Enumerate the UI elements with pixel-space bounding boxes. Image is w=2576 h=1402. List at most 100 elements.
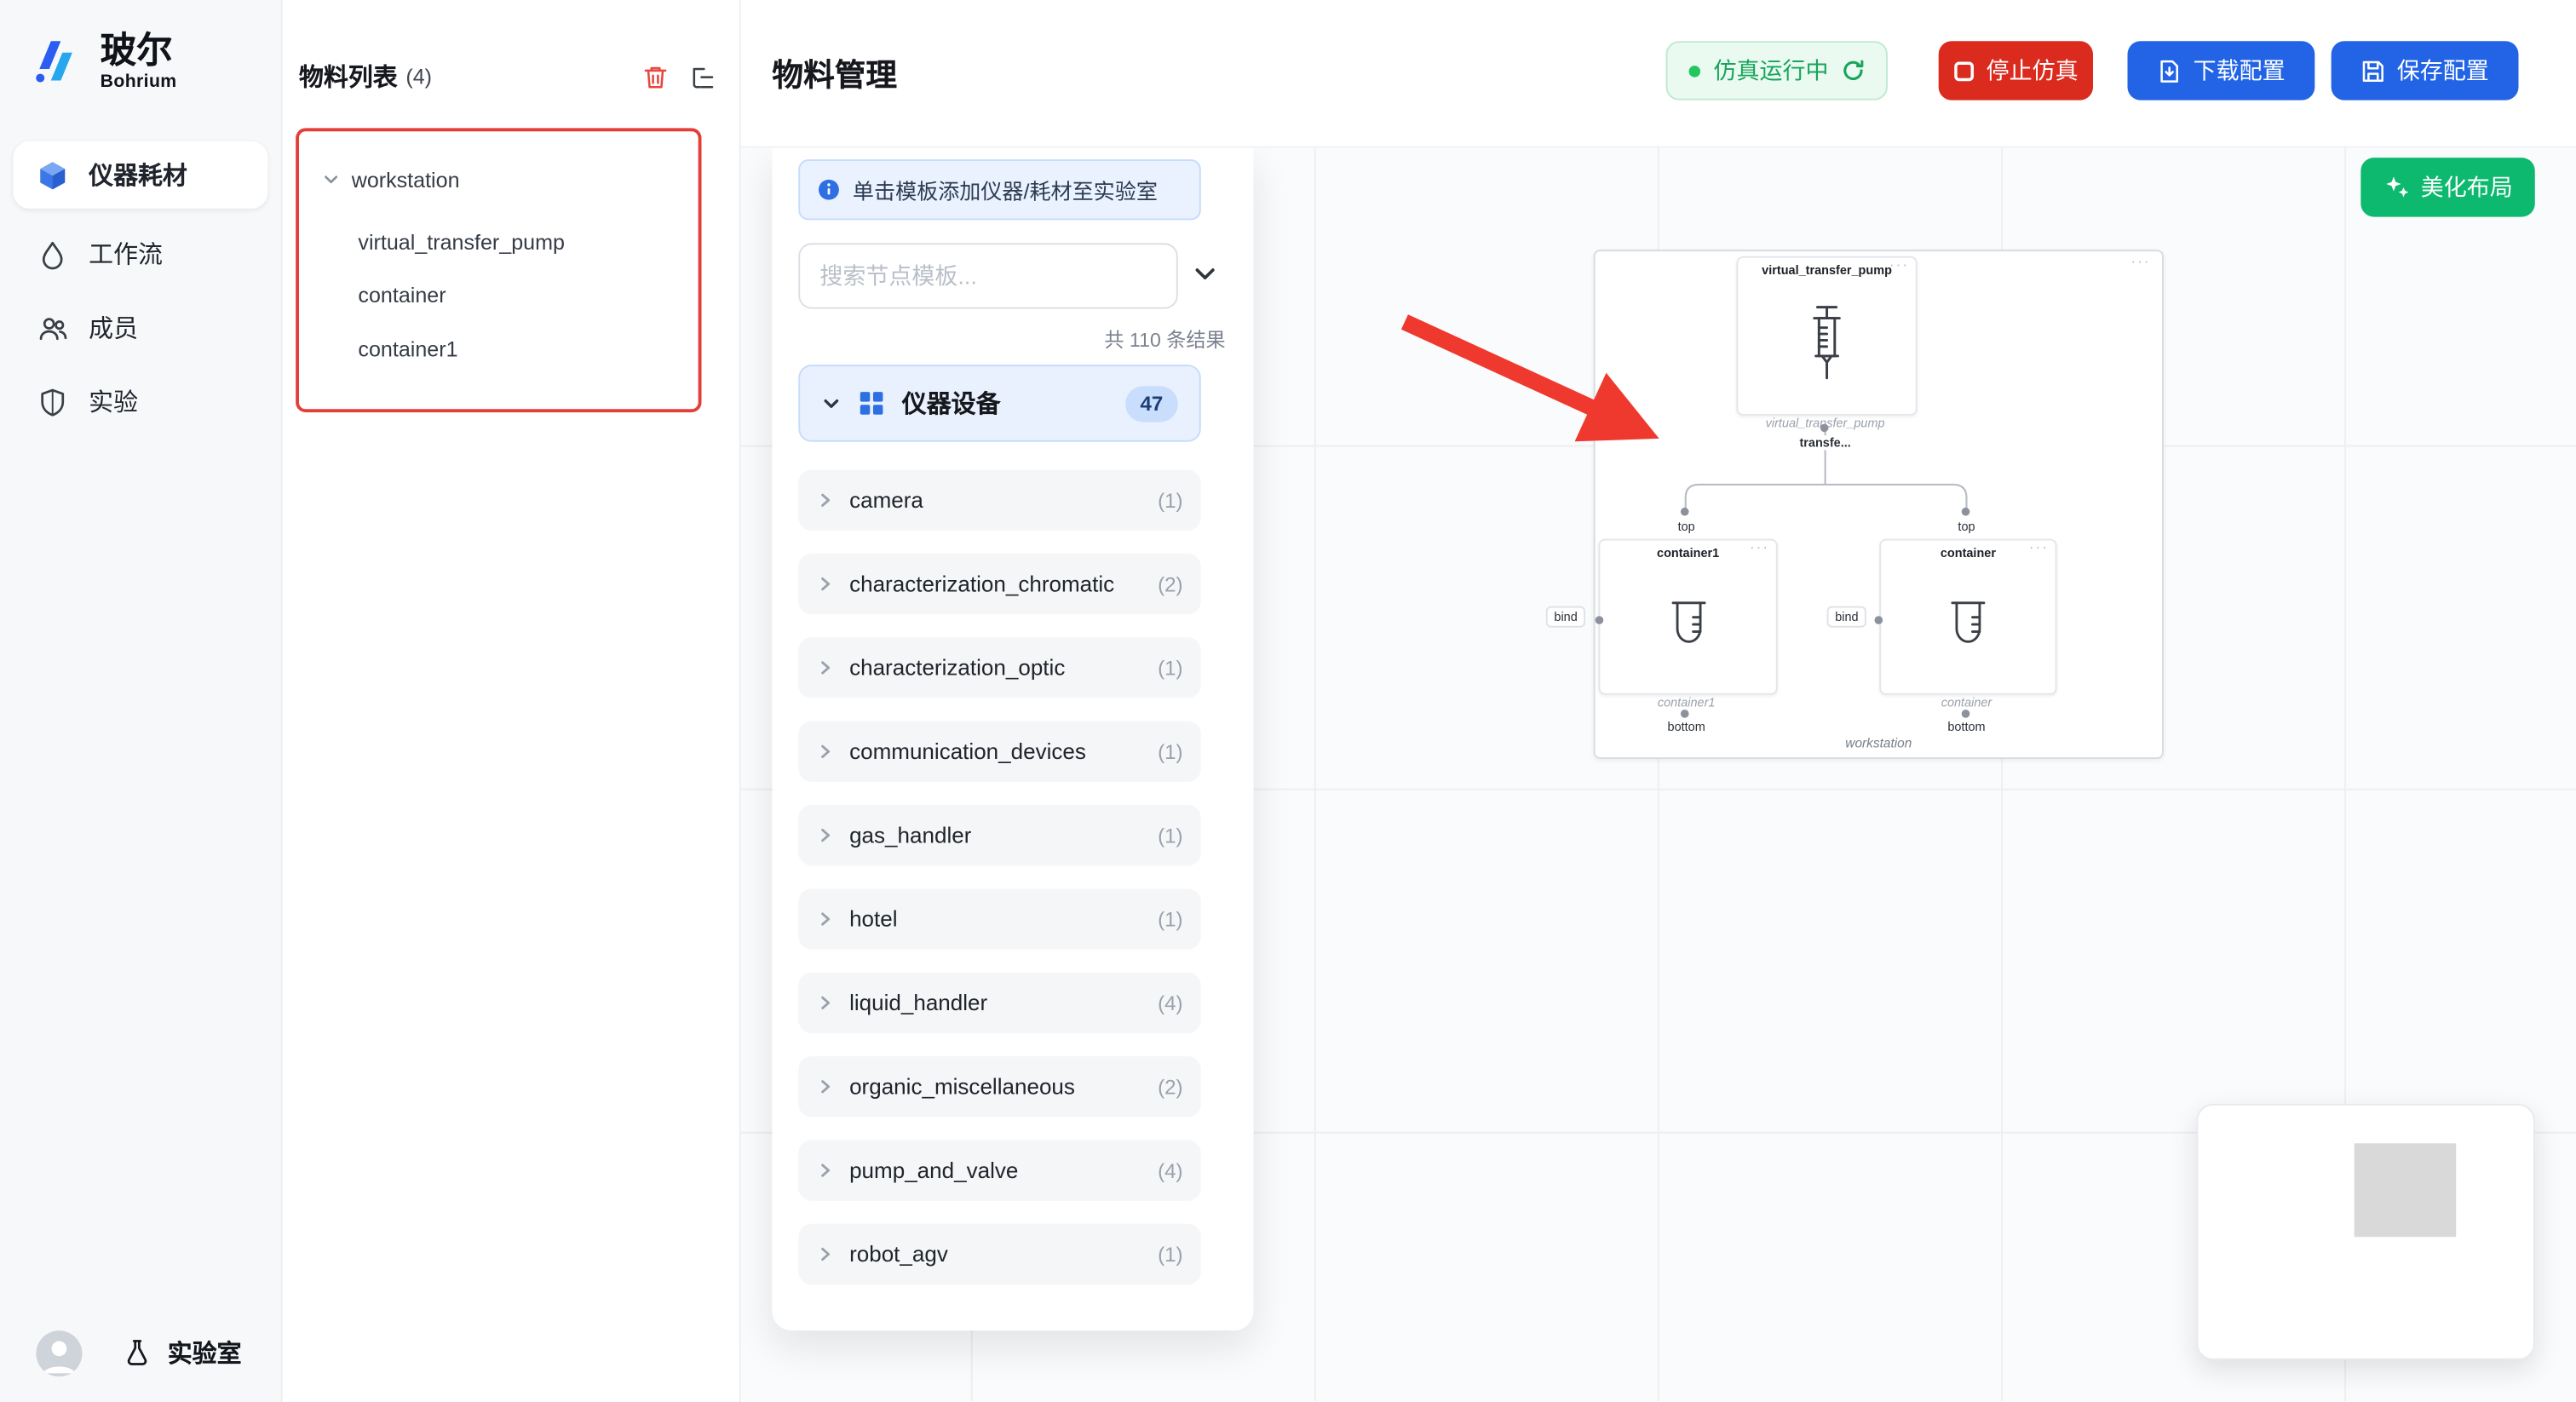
port-dot (1874, 616, 1883, 624)
template-item-communication-devices[interactable]: communication_devices (1) (798, 721, 1201, 782)
template-item-count: (2) (1158, 1075, 1183, 1099)
grid-icon (858, 389, 886, 417)
status-label: 仿真运行中 (1713, 57, 1829, 84)
status-dot (1688, 65, 1701, 77)
template-item-count: (1) (1158, 1242, 1183, 1266)
tree-node-label: container (358, 282, 446, 307)
port-dot (1961, 507, 1970, 516)
template-item-camera[interactable]: camera (1) (798, 469, 1201, 531)
template-item-label: gas_handler (849, 823, 972, 848)
port-dot (1680, 710, 1689, 718)
sidebar-item-members[interactable]: 成员 (0, 290, 281, 365)
template-hint-banner[interactable]: 单击模板添加仪器/耗材至实验室 (798, 159, 1201, 221)
template-item-organic-miscellaneous[interactable]: organic_miscellaneous (2) (798, 1056, 1201, 1118)
chevron-down-icon[interactable] (322, 171, 340, 189)
node-subtitle: virtual_transfer_pump (1765, 415, 1885, 431)
chevron-right-icon (816, 743, 834, 761)
page-title: 物料管理 (772, 59, 898, 94)
avatar[interactable] (36, 1330, 83, 1376)
trash-icon[interactable] (642, 63, 669, 89)
chevron-right-icon (816, 1245, 834, 1263)
template-item-gas-handler[interactable]: gas_handler (1) (798, 804, 1201, 866)
node-container[interactable]: container ··· (1879, 538, 2057, 695)
tree-structure-icon[interactable] (690, 63, 716, 89)
users-icon (36, 311, 69, 344)
node-subtitle: container1 (1657, 694, 1716, 710)
search-input[interactable] (798, 243, 1178, 309)
sidebar: 玻尔 Bohrium 仪器耗材 (0, 0, 283, 1402)
more-menu-icon[interactable]: ··· (1749, 538, 1770, 555)
port-dot (1680, 507, 1689, 516)
port-dot (1595, 616, 1604, 624)
template-item-label: pump_and_valve (849, 1158, 1019, 1183)
stop-simulation-button[interactable]: 停止仿真 (1938, 41, 2093, 101)
bind-handle-label[interactable]: bind (1545, 606, 1586, 628)
refresh-icon[interactable] (1842, 59, 1865, 82)
save-config-button[interactable]: 保存配置 (2331, 41, 2519, 101)
chevron-right-icon (816, 575, 834, 593)
sidebar-item-workflow[interactable]: 工作流 (0, 217, 281, 291)
more-menu-icon[interactable]: ··· (2028, 538, 2049, 555)
banner-text: 单击模板添加仪器/耗材至实验室 (852, 179, 1158, 204)
port-label-transfer: transfe... (1736, 435, 1913, 451)
bind-handle-label[interactable]: bind (1826, 606, 1867, 628)
template-item-count: (4) (1158, 991, 1183, 1014)
template-item-characterization-optic[interactable]: characterization_optic (1) (798, 637, 1201, 698)
port-label-bottom: bottom (1667, 719, 1705, 735)
port-label-bottom: bottom (1947, 719, 1986, 735)
simulation-status-badge[interactable]: 仿真运行中 (1665, 41, 1888, 101)
template-item-hotel[interactable]: hotel (1) (798, 888, 1201, 950)
lab-switcher[interactable]: 实验室 (122, 1336, 242, 1370)
tree-node-container[interactable]: container (358, 283, 446, 307)
port-dot (1820, 423, 1829, 433)
app-logo: 玻尔 Bohrium (23, 30, 177, 93)
sidebar-nav: 仪器耗材 工作流 成员 (0, 141, 281, 439)
more-menu-icon[interactable]: ··· (1889, 256, 1909, 273)
workstation-group-label: workstation (1845, 735, 1912, 751)
node-container1[interactable]: container1 ··· (1598, 538, 1778, 695)
lab-label: 实验室 (167, 1340, 242, 1369)
download-icon (2157, 58, 2182, 83)
category-count-badge: 47 (1125, 385, 1178, 422)
logo-title: 玻尔 (100, 29, 173, 71)
template-panel: 单击模板添加仪器/耗材至实验室 共 110 条结果 仪器设备 47 (772, 147, 1254, 1331)
tree-node-container1[interactable]: container1 (358, 336, 457, 361)
port-dot (1961, 710, 1970, 718)
chevron-right-icon (816, 826, 834, 844)
node-virtual-transfer-pump[interactable]: virtual_transfer_pump ··· (1736, 256, 1918, 416)
tree-node-label: container1 (358, 336, 458, 362)
template-item-pump-and-valve[interactable]: pump_and_valve (4) (798, 1140, 1201, 1201)
template-item-label: liquid_handler (849, 990, 988, 1015)
chevron-right-icon (816, 910, 834, 928)
tree-node-workstation[interactable]: workstation (322, 168, 460, 192)
category-instruments[interactable]: 仪器设备 47 (798, 365, 1201, 442)
download-config-button[interactable]: 下载配置 (2127, 41, 2315, 101)
sidebar-item-experiments[interactable]: 实验 (0, 365, 281, 439)
beaker-icon (1934, 591, 2003, 660)
template-item-robot-agv[interactable]: robot_agv (1) (798, 1223, 1201, 1285)
shield-icon (36, 385, 69, 418)
flow-canvas[interactable]: ··· virtual_transfer_pump ··· virtual_tr (740, 147, 2576, 1402)
logo-subtitle: Bohrium (100, 72, 177, 93)
results-summary: 共 110 条结果 (1104, 328, 1226, 352)
chevron-down-icon (821, 394, 841, 413)
tree-node-virtual-transfer-pump[interactable]: virtual_transfer_pump (358, 230, 564, 255)
template-item-characterization-chromatic[interactable]: characterization_chromatic (2) (798, 553, 1201, 615)
node-title: virtual_transfer_pump (1762, 262, 1892, 278)
template-item-count: (1) (1158, 824, 1183, 848)
template-item-label: robot_agv (849, 1241, 948, 1267)
template-item-label: characterization_chromatic (849, 572, 1115, 597)
info-icon (816, 177, 841, 202)
template-item-liquid-handler[interactable]: liquid_handler (4) (798, 972, 1201, 1034)
stop-icon (1953, 60, 1975, 81)
port-label-top: top (1677, 519, 1695, 534)
category-label: 仪器设备 (901, 390, 1001, 419)
beautify-layout-button[interactable]: 美化布局 (2360, 158, 2535, 217)
minimap[interactable] (2196, 1103, 2535, 1360)
more-menu-icon[interactable]: ··· (2130, 252, 2151, 270)
template-item-count: (4) (1158, 1158, 1183, 1182)
collapse-panel-icon[interactable] (1191, 260, 1219, 288)
workstation-group-node[interactable]: ··· virtual_transfer_pump ··· virtual_tr (1545, 250, 2164, 759)
sidebar-item-instruments[interactable]: 仪器耗材 (13, 141, 268, 209)
